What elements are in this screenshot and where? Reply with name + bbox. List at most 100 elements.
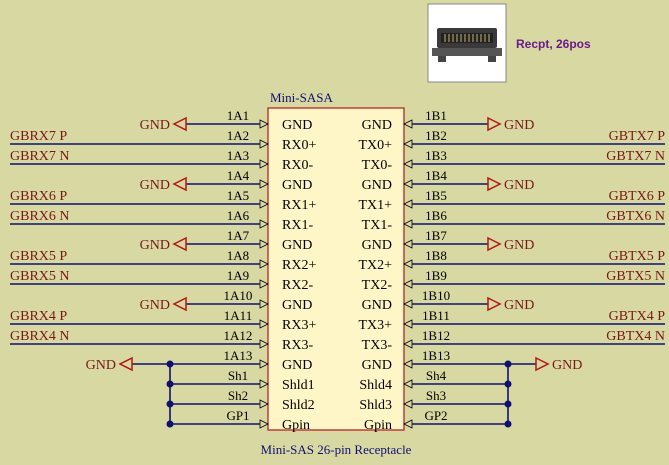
- pin-number-left: 1A8: [227, 248, 249, 263]
- junction-dot: [504, 380, 512, 388]
- pin-number-left: 1A2: [227, 128, 249, 143]
- pin-arrow-left: [259, 399, 269, 409]
- pin-name-left: RX0+: [282, 138, 316, 153]
- junction-dot: [504, 360, 512, 368]
- pin-arrow-right: [403, 319, 413, 329]
- gnd-label-left: GND: [140, 238, 170, 253]
- gnd-label-left: GND: [86, 358, 116, 373]
- net-label-right: GBTX6 P: [609, 189, 666, 204]
- pin-arrow-right: [403, 119, 413, 129]
- pin-number-left: 1A4: [227, 168, 250, 183]
- pin-number-right: Sh3: [426, 388, 446, 403]
- connector-body: [267, 107, 405, 431]
- connector-photo-icon: [427, 3, 507, 83]
- net-label-right: GBTX7 N: [606, 149, 665, 164]
- pin-arrow-left: [259, 119, 269, 129]
- pin-number-right: 1B1: [425, 108, 447, 123]
- gnd-symbol-left: [118, 356, 133, 372]
- pin-arrow-right: [403, 339, 413, 349]
- net-label-left: GBRX5 N: [10, 269, 70, 284]
- pin-arrow-left: [259, 259, 269, 269]
- net-label-right: GBTX5 N: [606, 269, 665, 284]
- pin-arrow-right: [403, 219, 413, 229]
- pin-number-right: 1B2: [425, 128, 447, 143]
- pin-name-right: TX2+: [358, 258, 392, 273]
- pin-number-left: 1A1: [227, 108, 249, 123]
- net-label-left: GBRX7 N: [10, 149, 70, 164]
- pin-arrow-right: [403, 299, 413, 309]
- junction-dot: [504, 400, 512, 408]
- pin-number-left: 1A10: [224, 288, 253, 303]
- pin-arrow-right: [403, 199, 413, 209]
- pin-arrow-right: [403, 359, 413, 369]
- pin-name-left: RX2+: [282, 258, 316, 273]
- pin-arrow-left: [259, 139, 269, 149]
- junction-dot: [166, 360, 174, 368]
- pin-arrow-left: [259, 159, 269, 169]
- gnd-symbol-right: [487, 176, 502, 192]
- pin-name-right: TX2-: [362, 278, 393, 293]
- pin-number-right: 1B8: [425, 248, 447, 263]
- pin-number-left: 1A6: [227, 208, 250, 223]
- gnd-symbol-right: [487, 296, 502, 312]
- pin-number-left: GP1: [226, 408, 249, 423]
- gnd-label-left: GND: [140, 118, 170, 133]
- pin-arrow-left: [259, 179, 269, 189]
- gnd-symbol-left: [172, 236, 187, 252]
- junction-dot: [166, 420, 174, 428]
- pin-name-left: GND: [282, 358, 312, 373]
- pin-arrow-left: [259, 279, 269, 289]
- gnd-label-right: GND: [504, 118, 534, 133]
- net-label-left: GBRX4 P: [10, 309, 67, 324]
- pin-name-right: TX1-: [362, 218, 393, 233]
- pin-name-right: TX3-: [362, 338, 393, 353]
- pin-name-right: TX0-: [362, 158, 393, 173]
- junction-dot: [166, 400, 174, 408]
- net-label-left: GBRX6 P: [10, 189, 67, 204]
- gnd-label-left: GND: [140, 178, 170, 193]
- part-caption: Mini-SAS 26-pin Receptacle: [261, 442, 412, 457]
- pin-number-right: 1B9: [425, 268, 447, 283]
- pin-arrow-right: [403, 399, 413, 409]
- pin-arrow-right: [403, 259, 413, 269]
- pin-number-left: 1A13: [224, 348, 253, 363]
- pin-name-right: GND: [362, 298, 392, 313]
- pin-arrow-right: [403, 279, 413, 289]
- part-label: Recpt, 26pos: [516, 37, 591, 51]
- pin-arrow-right: [403, 179, 413, 189]
- pin-arrow-left: [259, 199, 269, 209]
- pin-name-right: TX3+: [358, 318, 392, 333]
- gnd-symbol-right: [487, 236, 502, 252]
- pin-name-right: Shld3: [359, 398, 392, 413]
- pin-number-right: 1B12: [422, 328, 450, 343]
- pin-number-right: 1B7: [425, 228, 447, 243]
- net-label-right: GBTX7 P: [609, 129, 666, 144]
- pin-number-left: 1A5: [227, 188, 249, 203]
- pin-name-left: RX0-: [282, 158, 313, 173]
- gnd-symbol-right: [487, 116, 502, 132]
- gnd-label-right: GND: [504, 178, 534, 193]
- pin-arrow-left: [259, 219, 269, 229]
- pin-name-right: GND: [362, 238, 392, 253]
- net-label-left: GBRX4 N: [10, 329, 70, 344]
- net-label-left: GBRX6 N: [10, 209, 70, 224]
- net-label-left: GBRX5 P: [10, 249, 67, 264]
- pin-number-right: 1B10: [422, 288, 450, 303]
- pin-arrow-left: [259, 419, 269, 429]
- pin-name-left: RX1+: [282, 198, 316, 213]
- gnd-label-right: GND: [504, 238, 534, 253]
- pin-name-right: GND: [362, 118, 392, 133]
- pin-number-right: 1B13: [422, 348, 450, 363]
- pin-name-left: RX2-: [282, 278, 313, 293]
- pin-name-left: RX3-: [282, 338, 313, 353]
- pin-arrow-right: [403, 239, 413, 249]
- pin-arrow-left: [259, 359, 269, 369]
- pin-number-right: 1B11: [422, 308, 450, 323]
- pin-number-right: Sh4: [426, 368, 447, 383]
- pin-name-left: Gpin: [282, 418, 310, 433]
- pin-name-left: Shld2: [282, 398, 315, 413]
- pin-number-left: 1A3: [227, 148, 249, 163]
- pin-name-right: Gpin: [364, 418, 392, 433]
- net-label-left: GBRX7 P: [10, 129, 67, 144]
- gnd-label-left: GND: [140, 298, 170, 313]
